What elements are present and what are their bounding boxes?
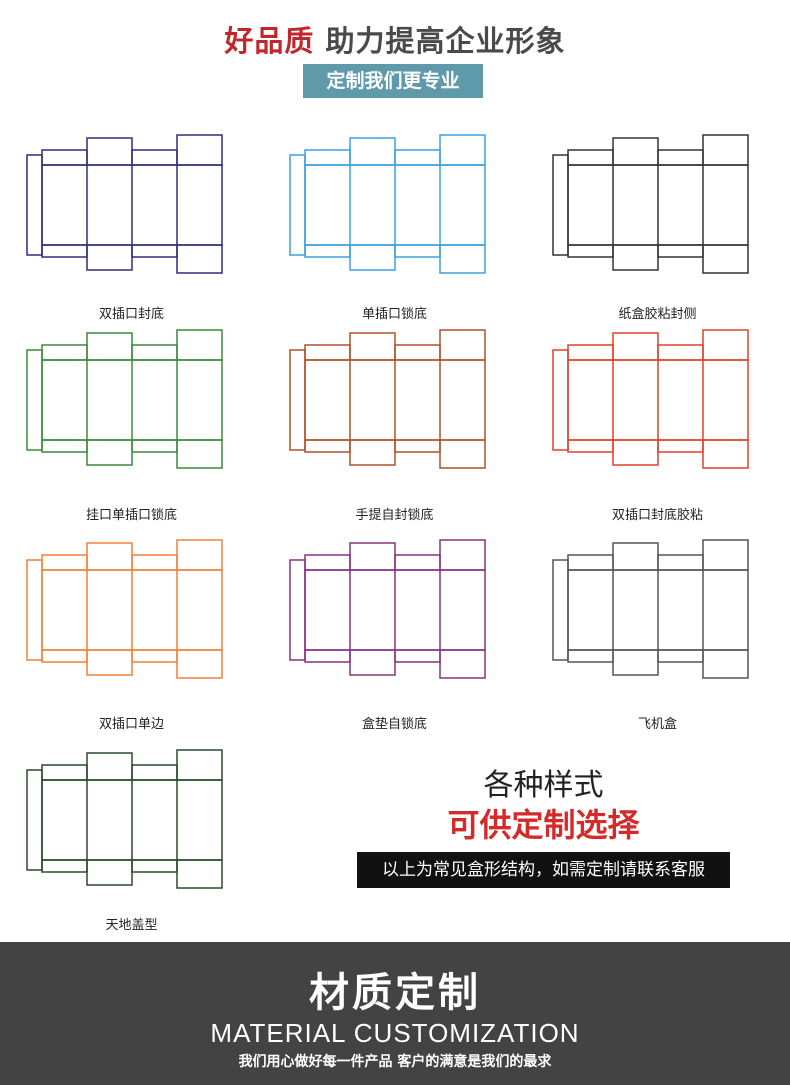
box-style-item: 手提自封锁底 xyxy=(263,325,526,523)
box-style-label: 手提自封锁底 xyxy=(355,508,434,523)
headline: 好品质 助力提高企业形象 xyxy=(0,18,790,60)
box-style-item: 盒垫自锁底 xyxy=(263,535,526,732)
headline-rest: 助力提高企业形象 xyxy=(325,24,566,58)
headline-highlight: 好品质 xyxy=(224,24,315,58)
dieline-diagram xyxy=(288,134,486,274)
box-style-label: 单插口锁底 xyxy=(361,307,427,322)
box-style-label: 飞机盒 xyxy=(637,717,677,732)
box-style-item: 双插口封底 xyxy=(0,130,263,322)
dieline-diagram xyxy=(25,329,223,469)
dieline-diagram xyxy=(288,539,486,679)
promo-line-1: 各种样式 xyxy=(483,768,604,803)
box-style-item: 双插口封底胶粘 xyxy=(526,325,789,523)
subtitle-badge: 定制我们更专业 xyxy=(303,64,483,98)
box-style-item: 纸盒胶粘封侧 xyxy=(526,130,789,322)
dieline-diagram xyxy=(288,329,486,469)
contact-note: 以上为常见盒形结构，如需定制请联系客服 xyxy=(357,852,730,888)
box-style-label: 双插口单边 xyxy=(98,717,164,732)
box-style-label: 纸盒胶粘封侧 xyxy=(618,307,697,322)
box-style-item: 挂口单插口锁底 xyxy=(0,325,263,523)
box-style-label: 天地盖型 xyxy=(105,918,158,933)
footer-title: 材质定制 xyxy=(309,970,481,1016)
box-style-label: 双插口封底 xyxy=(98,307,164,322)
dieline-diagram xyxy=(25,749,223,889)
dieline-diagram xyxy=(551,539,749,679)
box-style-item: 双插口单边 xyxy=(0,535,263,732)
footer-slogan: 我们用心做好每一件产品 客户的满意是我们的最求 xyxy=(238,1054,552,1070)
footer-banner: 材质定制 MATERIAL CUSTOMIZATION 我们用心做好每一件产品 … xyxy=(0,942,790,1085)
box-style-label: 挂口单插口锁底 xyxy=(85,508,177,523)
box-style-item: 单插口锁底 xyxy=(263,130,526,322)
dieline-diagram xyxy=(25,539,223,679)
promo-line-2: 可供定制选择 xyxy=(447,806,640,844)
dieline-diagram xyxy=(25,134,223,274)
dieline-diagram xyxy=(551,329,749,469)
box-style-item: 天地盖型 xyxy=(0,745,263,933)
footer-subtitle: MATERIAL CUSTOMIZATION xyxy=(210,1018,580,1048)
box-style-item: 飞机盒 xyxy=(526,535,789,732)
dieline-diagram xyxy=(551,134,749,274)
box-style-label: 双插口封底胶粘 xyxy=(611,508,703,523)
box-style-label: 盒垫自锁底 xyxy=(361,717,427,732)
